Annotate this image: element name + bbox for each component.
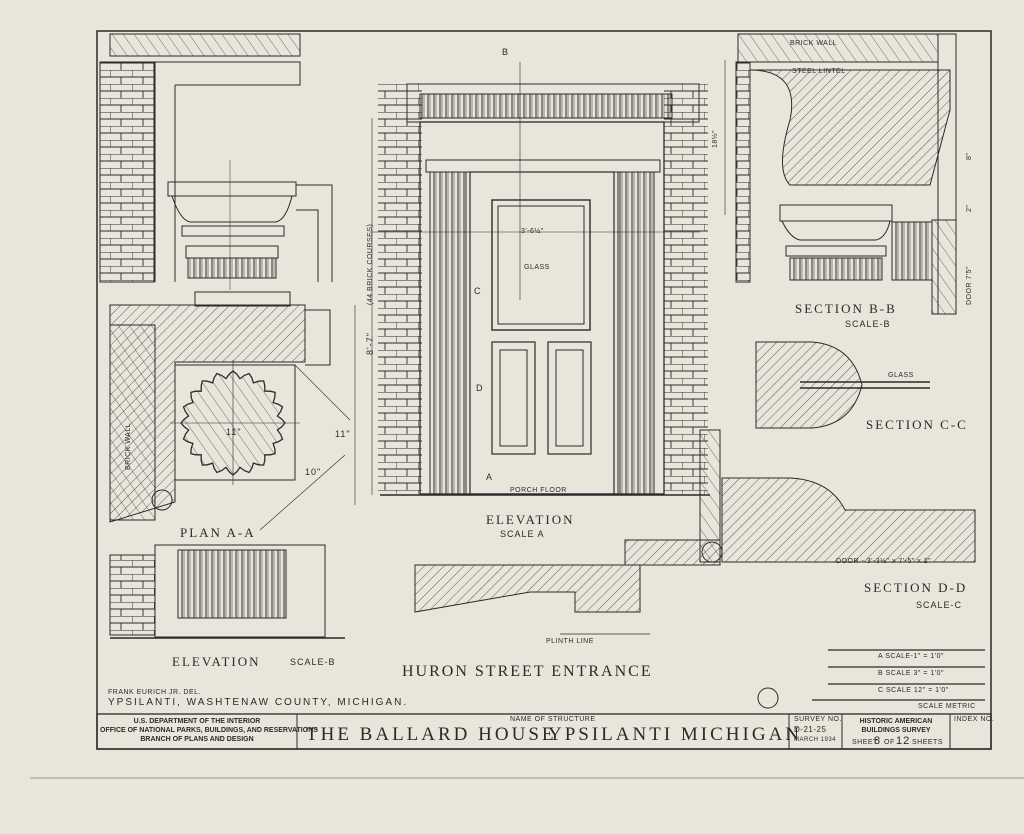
- label-steel-lintel: STEEL LINTEL: [792, 68, 846, 75]
- label-door-dims: DOOR - 3'-3½" x 7'-5" x 2": [836, 558, 932, 565]
- label-glass: GLASS: [524, 264, 550, 271]
- section-dd: [699, 429, 976, 563]
- cut-label-d: D: [476, 383, 484, 393]
- label-door-side: DOOR 7'5": [966, 265, 973, 305]
- label-dim-plan-11: 11": [226, 427, 242, 437]
- cut-label-a: A: [486, 472, 494, 482]
- of-word: OF: [884, 739, 895, 746]
- label-dim-right-8: 8": [966, 152, 973, 160]
- label-dim-plan-10: 10": [305, 467, 322, 477]
- survey-date: MARCH 1934: [794, 737, 837, 743]
- label-plinth-line: PLINTH LINE: [546, 638, 594, 645]
- sheet-word: SHEET: [852, 739, 878, 746]
- view-title-elevation-b: ELEVATION: [172, 654, 261, 669]
- draftsman-text: FRANK EURICH JR. DEL.: [108, 689, 201, 696]
- label-dim-right-2: 2": [966, 204, 973, 212]
- agency-line-2: OFFICE OF NATIONAL PARKS, BUILDINGS, AND…: [100, 727, 318, 734]
- label-dim-plan-11b: 11": [335, 429, 351, 439]
- plinth-section: [414, 539, 721, 635]
- agency-line-1: U.S. DEPARTMENT OF THE INTERIOR: [133, 718, 261, 725]
- view-title-section-cc: SECTION C-C: [866, 417, 968, 432]
- sheet-title: HURON STREET ENTRANCE: [402, 663, 653, 680]
- scale-metric-label: SCALE METRIC: [918, 703, 976, 710]
- sheet-number: 8: [874, 735, 882, 747]
- label-glass-section: GLASS: [888, 372, 914, 379]
- view-scale-elevation-main: SCALE A: [500, 529, 545, 539]
- habs-line-1: HISTORIC AMERICAN: [859, 718, 933, 725]
- survey-no-label: SURVEY NO.: [794, 716, 842, 723]
- scale-bar-label-a: A SCALE-1" = 1'0": [878, 653, 944, 660]
- view-title-section-bb: SECTION B-B: [795, 301, 897, 316]
- label-dim-door-width: 3'-6½": [521, 228, 544, 235]
- view-scale-elevation-b: SCALE-B: [290, 657, 336, 667]
- view-title-elevation-main: ELEVATION: [486, 512, 575, 527]
- label-dim-right-18: 18½": [712, 129, 719, 148]
- section-cc: [755, 341, 930, 429]
- view-title-section-dd: SECTION D-D: [864, 580, 968, 595]
- name-of-structure-label: NAME OF STRUCTURE: [510, 716, 596, 723]
- view-title-plan-aa: PLAN A-A: [180, 525, 256, 540]
- scale-bar-label-b: B SCALE 3" = 1'0": [878, 670, 944, 677]
- cut-label-b: B: [502, 47, 510, 57]
- location-text: YPSILANTI, WASHTENAW COUNTY, MICHIGAN.: [108, 697, 409, 708]
- capital-detail: [99, 33, 333, 290]
- view-scale-section-bb: SCALE-B: [845, 319, 891, 329]
- label-porch-floor: PORCH FLOOR: [510, 487, 567, 494]
- label-brick-wall-side: BRICK WALL: [125, 422, 132, 470]
- label-brick-courses: (44 BRICK COURSES): [367, 223, 374, 305]
- sheets-word: SHEETS: [912, 739, 944, 746]
- door-elevation: [370, 60, 726, 496]
- index-no-label: INDEX NO.: [954, 716, 995, 723]
- section-bb: [735, 33, 957, 315]
- elevation-b: [109, 544, 345, 639]
- view-scale-section-dd: SCALE-C: [916, 600, 963, 610]
- title-block: [96, 713, 992, 750]
- survey-no: D-21-25: [794, 725, 827, 734]
- label-dim-height: 8'-7": [365, 332, 375, 355]
- sheet-total: 12: [896, 735, 911, 747]
- plan-aa: [109, 291, 356, 531]
- scale-bar-label-c: C SCALE 12" = 1'0": [878, 687, 949, 694]
- cut-label-c: C: [474, 286, 482, 296]
- agency-line-3: BRANCH OF PLANS AND DESIGN: [140, 736, 254, 743]
- scale-bars: [757, 649, 985, 709]
- label-brick-wall-top: BRICK WALL: [790, 40, 838, 47]
- structure-city: YPSILANTI MICHIGAN: [548, 724, 803, 745]
- structure-name: THE BALLARD HOUSE: [306, 724, 557, 745]
- habs-line-2: BUILDINGS SURVEY: [861, 727, 931, 734]
